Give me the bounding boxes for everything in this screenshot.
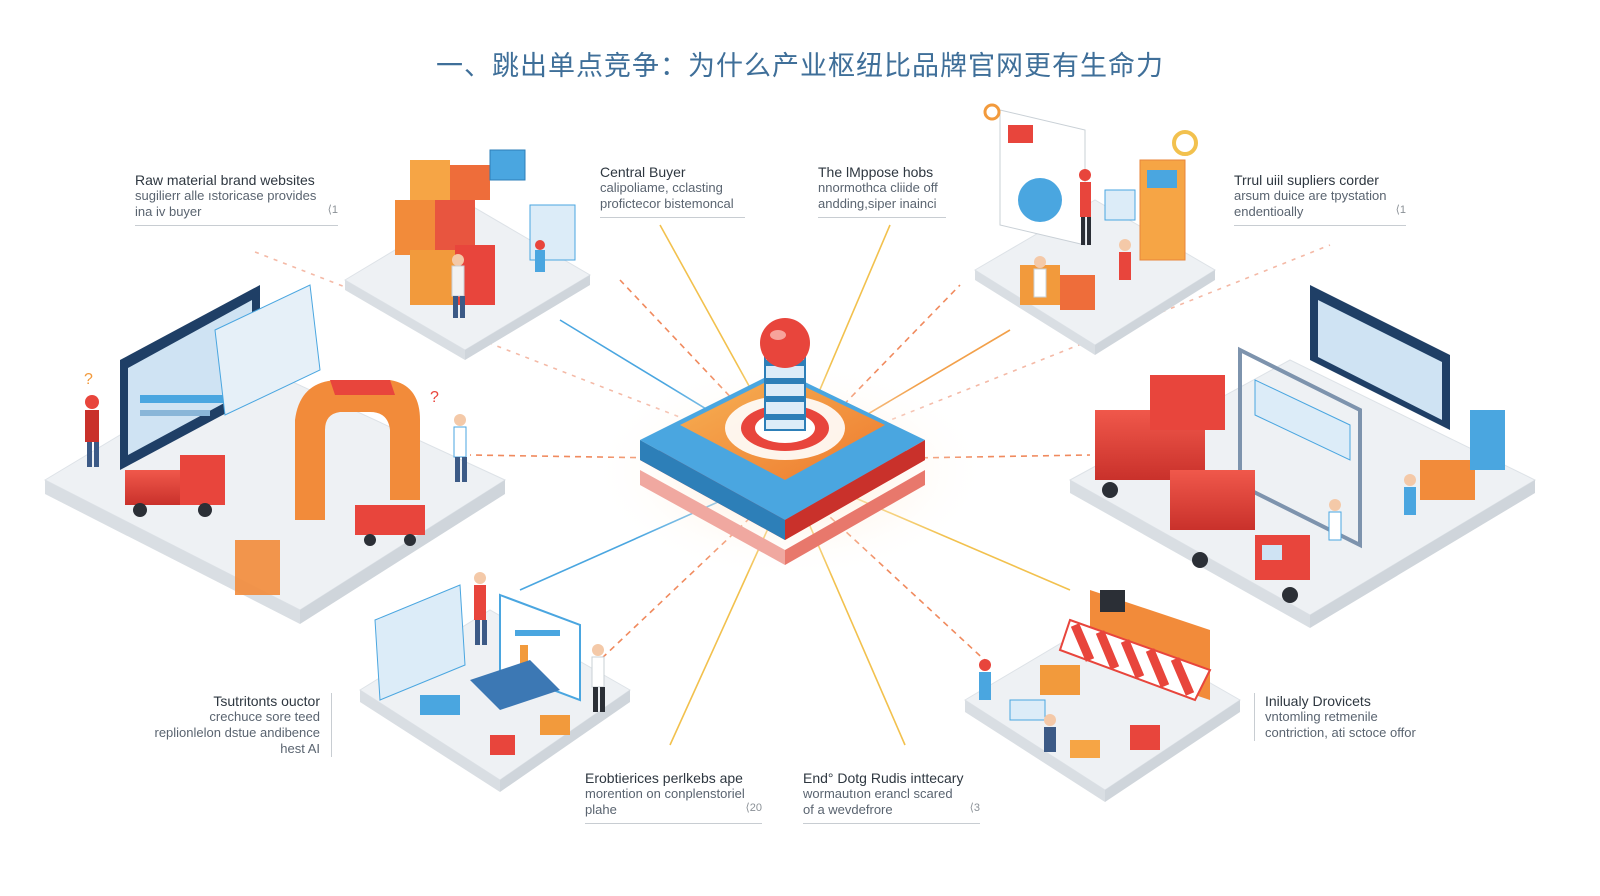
label-tsutritonts: Tsutritonts ouctor crechuce sore teed re… [120,693,332,757]
platform-bottom-right [964,590,1241,802]
label-end-dotg: End° Dotg Rudis inttecary wormautıon era… [803,770,980,824]
label-rule [818,217,946,218]
label-line: ina iv buyer [135,204,202,219]
label-line: endentioally [1234,204,1304,219]
label-title: Raw material brand websites [135,172,315,188]
label-rule [135,225,338,226]
platform-top-left [344,149,591,360]
label-raw-material: Raw material brand websites sugilierr al… [135,172,338,226]
label-rule [585,823,762,824]
question-icon: ? [84,371,93,388]
label-rule [1234,225,1406,226]
label-line: hest AI [280,741,320,756]
label-rule [600,217,745,218]
label-line: andding,siper inainci [818,196,937,211]
label-title: The lMppose hobs [818,164,934,180]
label-erobtierices: Erobtierices perlkebs ape morention on c… [585,770,762,824]
label-line: profictecor bistemoncal [600,196,734,211]
label-line: morention on conplenstoriel [585,786,745,801]
platform-top-right [974,103,1216,355]
connector-line [469,454,791,461]
platform-right [1068,285,1537,628]
label-number: ⟨1 [1395,204,1406,216]
label-title: Central Buyer [600,164,686,180]
label-rule [803,823,980,824]
label-title: Erobtierices perlkebs ape [585,770,743,786]
connector-line [619,279,791,461]
label-line: nnormothca cliide off [818,180,938,195]
label-rule [1254,693,1255,741]
label-line: vntomling retmenile [1265,709,1378,724]
gear-icon [983,103,1001,121]
label-number: ⟨20 [745,802,762,814]
label-line: contriction, ati sctoce offor [1265,725,1416,740]
central-hub [590,318,990,580]
connector-line [789,244,1331,461]
label-line: replionlelon dstue andibence [154,725,320,740]
label-impose-hobs: The lMppose hobs nnormothca cliide off a… [818,164,946,218]
label-inilualy: Inilualy Drovicets vntomling retmenile c… [1254,693,1455,741]
label-rule [331,693,332,757]
label-number: ⟨1 [327,204,338,216]
label-number: ⟨3 [969,802,980,814]
connector-line [249,249,791,461]
label-suppliers: Trrul uiil supliers corder arsum duice a… [1234,172,1406,226]
question-icon: ? [430,389,439,406]
label-line: arsum duice are tpystation [1234,188,1387,203]
platform-bottom-left [359,572,631,792]
label-title: End° Dotg Rudis inttecary [803,770,964,786]
label-line: crechuce sore teed [209,709,320,724]
label-title: Trrul uiil supliers corder [1234,172,1379,188]
label-title: Inilualy Drovicets [1265,693,1371,709]
label-title: Tsutritonts ouctor [213,693,320,709]
page-title: 一、跳出单点竞争：为什么产业枢纽比品牌官网更有生命力 [436,51,1164,82]
label-central-buyer: Central Buyer calipoliame, cclasting pro… [600,164,745,218]
label-line: of a wevdefrore [803,802,893,817]
platform-left: ? ? [43,284,507,624]
label-line: calipoliame, cclasting [600,180,723,195]
label-line: wormautıon erancl scared [803,786,953,801]
gear-icon [1172,130,1198,156]
label-line: plahe [585,802,617,817]
label-line: sugilierr alle ıstoricase provides [135,188,317,203]
